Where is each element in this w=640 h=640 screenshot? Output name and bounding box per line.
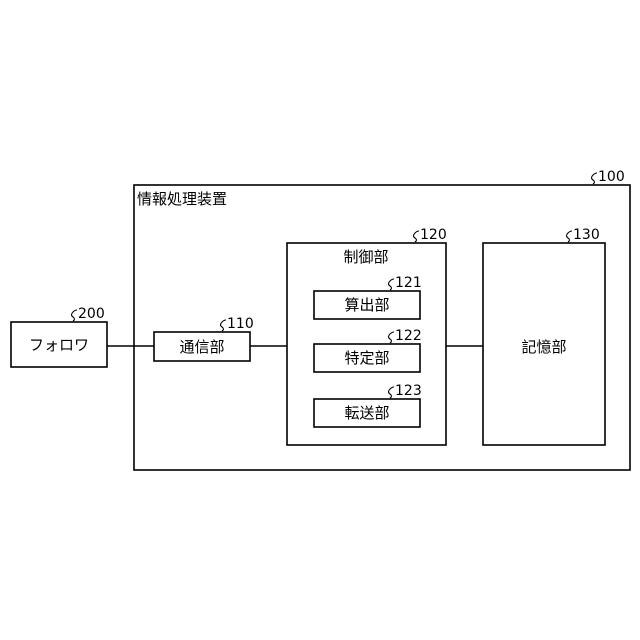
communication-unit-label: 通信部	[179, 338, 224, 356]
ref-number-200: 200	[78, 306, 105, 322]
control-unit-label: 制御部	[343, 248, 388, 266]
follower-label: フォロワ	[29, 336, 89, 354]
ref-number-130: 130	[573, 227, 600, 243]
ref-number-122: 122	[395, 328, 422, 344]
transfer-unit-label: 転送部	[344, 404, 389, 422]
ref-number-110: 110	[227, 316, 254, 332]
calculation-unit-label: 算出部	[344, 296, 389, 314]
ref-number-120: 120	[420, 227, 447, 243]
storage-unit-label: 記憶部	[521, 338, 566, 356]
ref-number-100: 100	[598, 169, 625, 185]
ref-leader-200	[72, 310, 78, 321]
information-processing-device-label: 情報処理装置	[137, 190, 227, 208]
ref-number-121: 121	[395, 275, 422, 291]
ref-leader-100	[592, 173, 598, 184]
identification-unit-label: 特定部	[344, 349, 389, 367]
ref-number-123: 123	[395, 383, 422, 399]
